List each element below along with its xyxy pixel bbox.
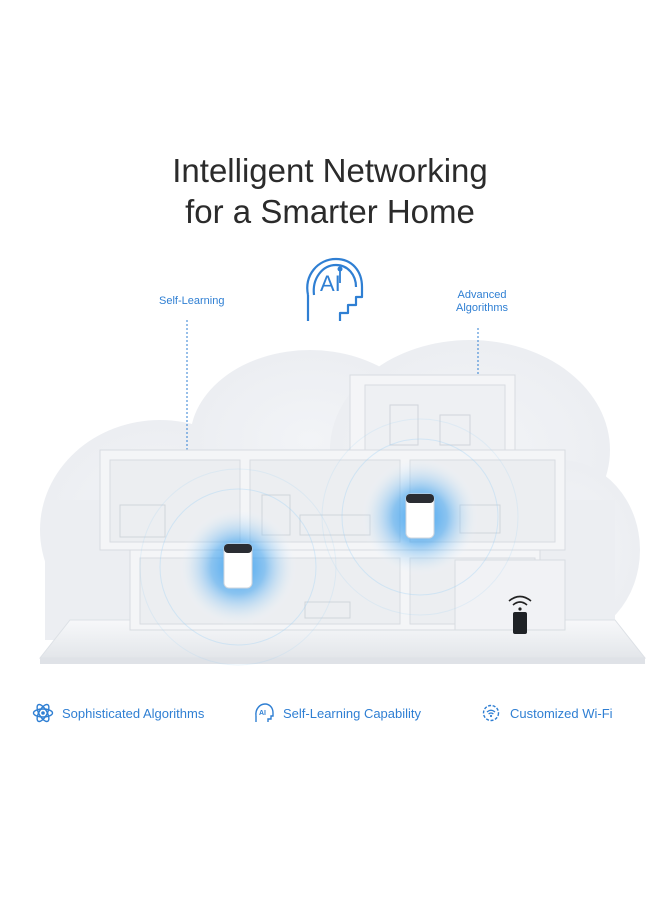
router-left	[139, 468, 337, 666]
smartphone-wifi	[508, 595, 532, 634]
feature-row: Sophisticated Algorithms AI Self-Learnin…	[0, 700, 660, 726]
svg-text:AI: AI	[259, 710, 266, 717]
atom-icon	[32, 703, 54, 723]
feature-label: Sophisticated Algorithms	[62, 705, 205, 721]
page-headline: Intelligent Networking for a Smarter Hom…	[0, 150, 660, 232]
house-illustration	[38, 320, 647, 666]
feature-label: Self-Learning Capability	[283, 705, 422, 721]
feature-sophisticated-algorithms: Sophisticated Algorithms	[32, 700, 204, 726]
ai-badge-text: AI	[320, 271, 341, 296]
callout-right-line-2: Algorithms	[456, 302, 508, 314]
headline-line-1: Intelligent Networking	[172, 152, 488, 189]
callout-advanced-algorithms: Advanced Algorithms	[440, 289, 524, 315]
callout-self-learning: Self-Learning	[159, 295, 225, 307]
ai-head-icon: AI	[306, 257, 364, 321]
feature-label: Customized Wi-Fi	[510, 705, 613, 721]
router-right	[321, 418, 519, 616]
feature-self-learning-capability: AI Self-Learning Capability	[253, 700, 421, 726]
ai-head-icon: AI	[255, 703, 274, 722]
feature-customized-wifi: Customized Wi-Fi	[480, 700, 613, 726]
headline-line-2: for a Smarter Home	[185, 193, 475, 230]
callout-right-line-1: Advanced	[457, 289, 507, 301]
gear-wifi-icon	[482, 704, 500, 722]
